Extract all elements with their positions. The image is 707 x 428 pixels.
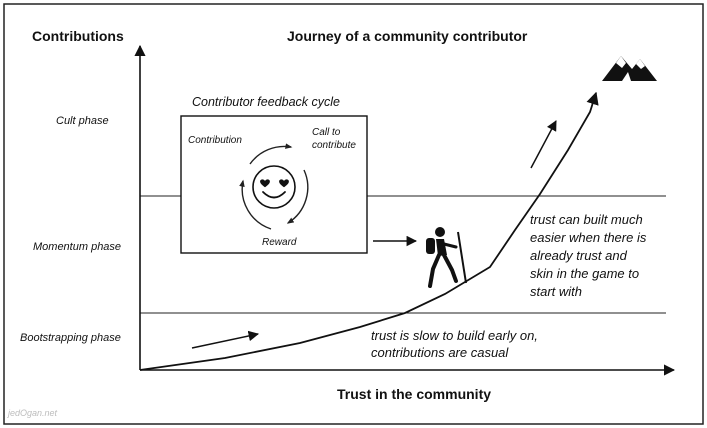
cycle-label-call-line1: Call to — [312, 127, 341, 138]
note-late-line: start with — [530, 284, 582, 299]
phase-label-bootstrapping: Bootstrapping phase — [20, 332, 121, 344]
phase-label-cult: Cult phase — [56, 115, 109, 127]
phase-label-momentum: Momentum phase — [33, 241, 121, 253]
note-late-line: skin in the game to — [530, 266, 639, 281]
note-late-line: trust can built much — [530, 212, 643, 227]
watermark: jedOgan.net — [7, 408, 58, 418]
cycle-label-call-line2: contribute — [312, 140, 356, 151]
note-late: trust can built much easier when there i… — [530, 212, 647, 299]
mountain-icon — [602, 56, 657, 81]
y-axis-label: Contributions — [32, 28, 124, 44]
cycle-label-reward: Reward — [262, 237, 297, 248]
early-trend-arrow — [191, 330, 260, 349]
hiker-icon — [426, 227, 467, 288]
frame-border — [3, 3, 704, 425]
note-early-line: contributions are casual — [371, 345, 509, 360]
cycle-arrows — [239, 143, 309, 230]
smiling-face-with-heart-eyes-icon — [252, 165, 296, 209]
note-late-line: already trust and — [530, 248, 628, 263]
x-axis-label: Trust in the community — [337, 386, 491, 402]
note-late-line: easier when there is — [530, 230, 647, 245]
cycle-label-contribution: Contribution — [188, 135, 242, 146]
note-early-line: trust is slow to build early on, — [371, 328, 538, 343]
late-trend-arrow — [530, 120, 557, 169]
diagram-title: Journey of a community contributor — [287, 28, 528, 44]
feedback-cycle-title: Contributor feedback cycle — [192, 95, 340, 109]
journey-curve — [139, 91, 599, 371]
note-early: trust is slow to build early on, contrib… — [371, 328, 538, 360]
